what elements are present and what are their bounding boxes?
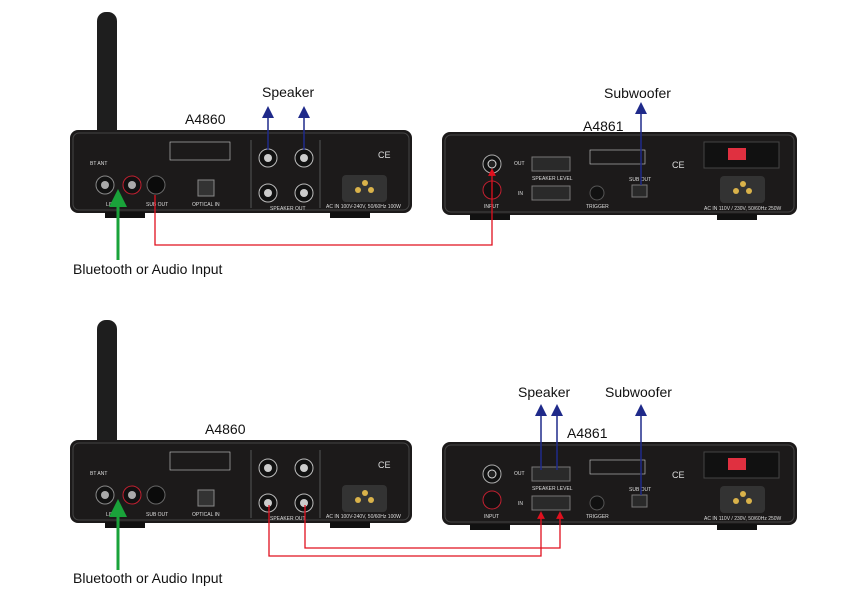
power-label: AC IN 110V / 230V, 50/60Hz 250W: [704, 206, 782, 212]
amp-model-label: A4860: [185, 111, 226, 127]
svg-text:CE: CE: [672, 160, 685, 170]
in-label: IN: [518, 191, 523, 197]
source-label: Bluetooth or Audio Input: [73, 570, 223, 586]
speaker-level-label: SPEAKER LEVEL: [532, 486, 573, 492]
subwoofer-amp-a4861: INPUT OUT SPEAKER LEVEL IN TRIGGER SUB O…: [442, 442, 797, 530]
power-label: AC IN 100V-240V, 50/60Hz 100W: [326, 514, 401, 520]
sub-out-label: SUB OUT: [629, 487, 651, 493]
top-diagram: BT ANT LINE IN SUB OUT OPTICAL IN SPEAKE…: [70, 12, 797, 277]
line-in-label: LINE IN: [106, 512, 124, 518]
amplifier-a4860: BT ANT LINE IN SUB OUT OPTICAL IN SPEAKE…: [70, 440, 412, 528]
sub-out-label: SUB OUT: [629, 177, 651, 183]
speaker-out-label: SPEAKER OUT: [270, 206, 306, 212]
power-label: AC IN 100V-240V, 50/60Hz 100W: [326, 204, 401, 210]
svg-text:CE: CE: [378, 460, 391, 470]
bt-ant-label: BT ANT: [90, 161, 107, 167]
speaker-label: Speaker: [518, 384, 570, 400]
amplifier-a4860: BT ANT LINE IN SUB OUT OPTICAL IN SPEAKE…: [70, 130, 412, 218]
trigger-label: TRIGGER: [586, 514, 609, 520]
speaker-label: Speaker: [262, 84, 314, 100]
subwoofer-amp-a4861: INPUT OUT SPEAKER LEVEL IN TRIGGER SUB O…: [442, 132, 797, 220]
in-label: IN: [518, 501, 523, 507]
sub-out-to-input-cable: [154, 168, 496, 246]
out-label: OUT: [514, 471, 525, 477]
trigger-label: TRIGGER: [586, 204, 609, 210]
speaker-out-left-cable: [268, 505, 545, 557]
sub-model-label: A4861: [567, 425, 608, 441]
amp-model-label: A4860: [205, 421, 246, 437]
antenna-icon: [97, 320, 117, 460]
line-in-label: LINE IN: [106, 202, 124, 208]
speaker-out-right-cable: [304, 505, 564, 549]
power-label: AC IN 110V / 230V, 50/60Hz 250W: [704, 516, 782, 522]
optical-in-label: OPTICAL IN: [192, 202, 220, 208]
speaker-level-label: SPEAKER LEVEL: [532, 176, 573, 182]
subwoofer-label: Subwoofer: [605, 384, 672, 400]
source-label: Bluetooth or Audio Input: [73, 261, 223, 277]
input-label: INPUT: [484, 514, 499, 520]
sub-out-label: SUB OUT: [146, 512, 168, 518]
svg-text:CE: CE: [378, 150, 391, 160]
antenna-icon: [97, 12, 117, 152]
optical-in-label: OPTICAL IN: [192, 512, 220, 518]
out-label: OUT: [514, 161, 525, 167]
bottom-diagram: BT ANT LINE IN SUB OUT OPTICAL IN SPEAKE…: [70, 320, 797, 586]
subwoofer-label: Subwoofer: [604, 85, 671, 101]
svg-text:CE: CE: [672, 470, 685, 480]
sub-out-label: SUB OUT: [146, 202, 168, 208]
speaker-out-label: SPEAKER OUT: [270, 516, 306, 522]
bt-ant-label: BT ANT: [90, 471, 107, 477]
sub-model-label: A4861: [583, 118, 624, 134]
